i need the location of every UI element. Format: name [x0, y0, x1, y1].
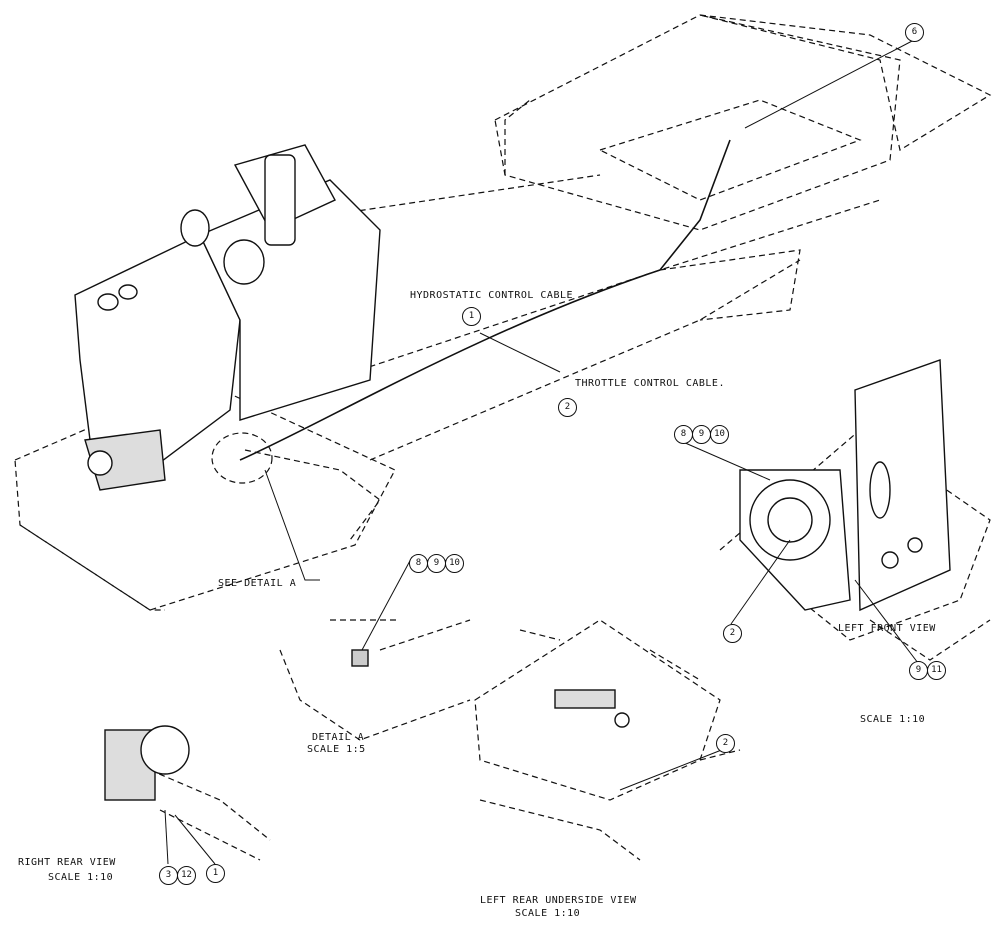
frame-rail-top — [329, 174, 601, 216]
balloon-2-left-front: 2 — [723, 624, 742, 643]
lf-pulley — [749, 479, 831, 561]
leader-lf-2 — [730, 539, 791, 625]
balloon-9-left-front-bottom: 9 — [909, 661, 928, 680]
right-rear-view-title: RIGHT REAR VIEW — [18, 857, 116, 868]
rear-deck-right — [699, 14, 992, 151]
right-rear-view-scale: SCALE 1:10 — [48, 872, 114, 883]
balloon-9-left-front: 9 — [692, 425, 711, 444]
rear-deck-outline — [494, 14, 901, 231]
balloon-2-main: 2 — [558, 398, 577, 417]
balloon-10-detail-a: 10 — [445, 554, 464, 573]
hydrostatic-cable-label: HYDROSTATIC CONTROL CABLE — [410, 290, 574, 301]
balloon-9-detail-a: 9 — [427, 554, 446, 573]
balloon-1-right-rear: 1 — [206, 864, 225, 883]
frame-rail-middle — [359, 199, 881, 371]
balloon-10-left-front: 10 — [710, 425, 729, 444]
left-rear-view-scale: SCALE 1:10 — [515, 908, 581, 919]
detail-a-title: DETAIL A — [312, 732, 365, 743]
detail-a-circle — [211, 432, 273, 484]
air-filter — [223, 239, 265, 285]
balloon-3-right-rear: 3 — [159, 866, 178, 885]
left-front-view-scale: SCALE 1:10 — [860, 714, 926, 725]
seat-pocket — [598, 99, 862, 201]
balloon-8-detail-a: 8 — [409, 554, 428, 573]
throttle-cable-label: THROTTLE CONTROL CABLE. — [575, 378, 725, 389]
left-front-view-title: LEFT FRONT VIEW — [838, 623, 936, 634]
leader-lr-2 — [619, 748, 725, 791]
muffler — [264, 154, 296, 246]
balloon-6: 6 — [905, 23, 924, 42]
leader-da — [361, 556, 413, 651]
balloon-12-right-rear: 12 — [177, 866, 196, 885]
left-rear-view-outline — [474, 619, 721, 801]
left-rear-view-title: LEFT REAR UNDERSIDE VIEW — [480, 895, 637, 906]
leader-see-detail — [264, 469, 320, 581]
balloon-2-left-rear: 2 — [716, 734, 735, 753]
balloon-11-left-front: 11 — [927, 661, 946, 680]
left-front-view-outline — [719, 429, 991, 641]
lf-engine-side — [854, 359, 951, 612]
balloon-1-main: 1 — [462, 307, 481, 326]
balloon-8-left-front: 8 — [674, 425, 693, 444]
detail-a-scale: SCALE 1:5 — [307, 744, 366, 755]
leader-lf-9 — [854, 579, 919, 664]
leader-lf-8 — [682, 441, 771, 481]
leader-throttle — [479, 332, 561, 373]
throttle-cable-line — [239, 139, 731, 461]
leader-6 — [744, 39, 915, 129]
detail-a-bracket — [351, 649, 369, 667]
see-detail-label: SEE DETAIL A — [218, 578, 297, 589]
